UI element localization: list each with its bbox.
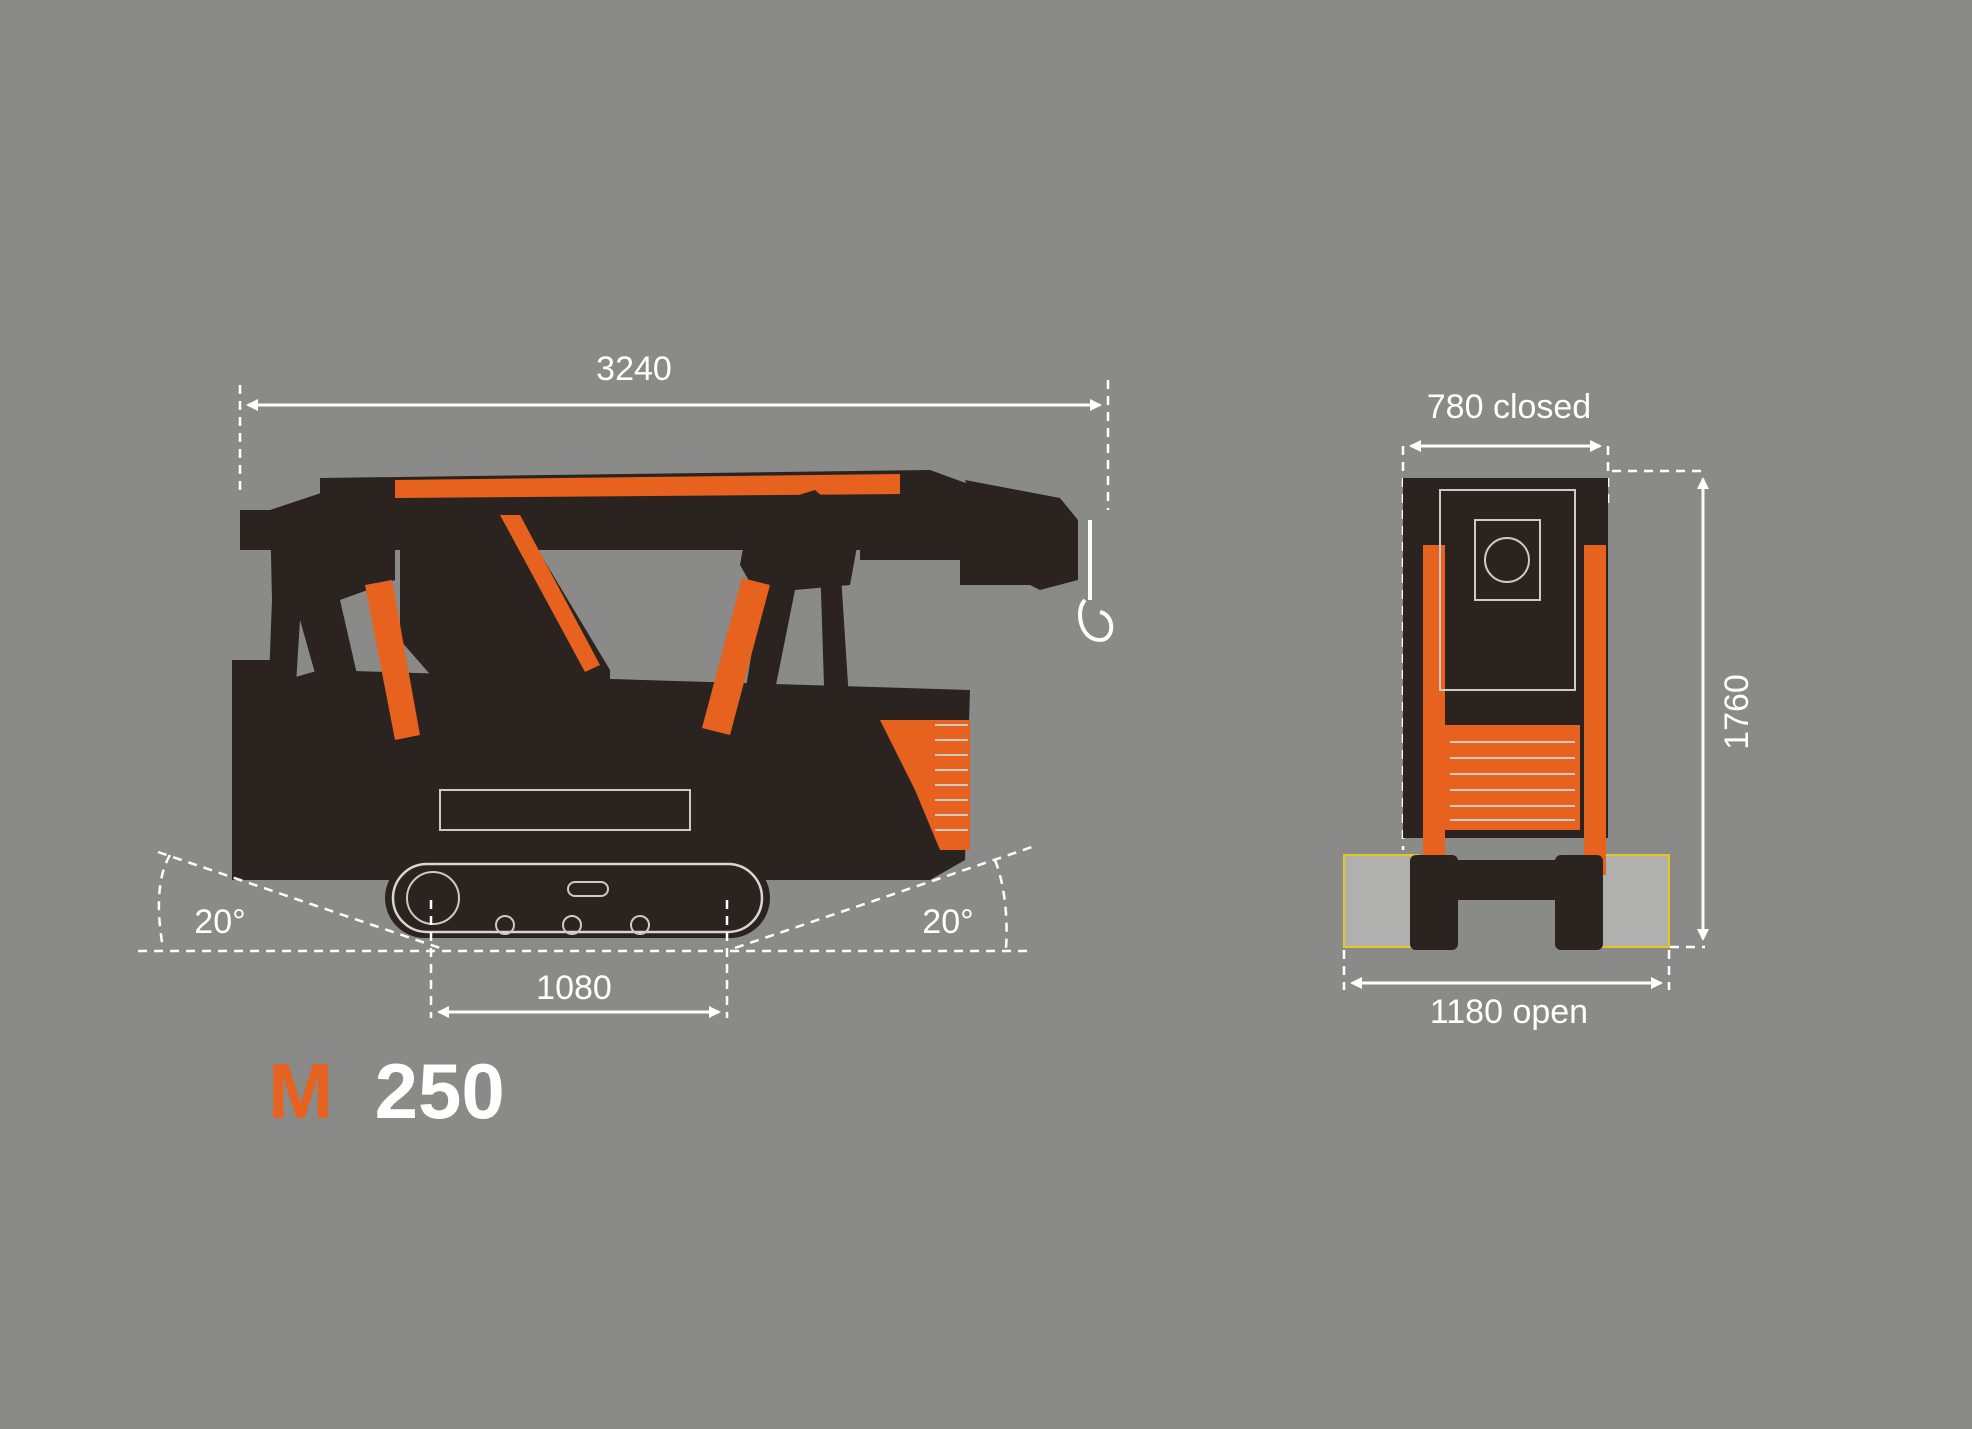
- front-leg-right: [1584, 545, 1606, 875]
- outrigger-cylinder-right: [702, 578, 770, 735]
- outrigger-rear-right: [820, 560, 860, 875]
- track-slot: [567, 881, 609, 897]
- front-undercarriage: [1458, 860, 1555, 900]
- turret-cylinder: [500, 515, 600, 672]
- front-track-left: [1410, 855, 1458, 950]
- main-boom: [240, 470, 1040, 585]
- front-winch: [1484, 537, 1530, 583]
- width-open-dimension: 1180 open: [1342, 950, 1671, 1031]
- angle-arc-right: [993, 859, 1008, 949]
- sprocket-wheel: [406, 871, 460, 925]
- hook: [1078, 520, 1114, 643]
- angle-line-right: [734, 844, 1036, 950]
- turret: [400, 520, 610, 720]
- track-length-label: 1080: [536, 969, 612, 1007]
- crawler-track: [385, 858, 770, 938]
- front-track-right: [1555, 855, 1603, 950]
- track-length-dimension: 1080: [429, 900, 729, 1018]
- height-dimension: 1760: [1612, 469, 1756, 949]
- outrigger-pad-right: [1594, 854, 1670, 948]
- model-number: 250: [375, 1047, 505, 1135]
- slew-ring-detail: [439, 789, 691, 831]
- front-grille-lines: [1450, 741, 1575, 821]
- svg-text:M 250: M 250: [268, 1047, 505, 1135]
- outrigger-cylinder-left: [365, 580, 420, 740]
- angle-arc-left: [157, 854, 172, 949]
- crane-side-illustration: [232, 470, 1114, 938]
- boom-orange-stripe: [395, 474, 900, 498]
- rear-orange-panel: [880, 720, 970, 850]
- width-closed-label: 780 closed: [1427, 388, 1591, 426]
- width-open-label: 1180 open: [1430, 993, 1588, 1031]
- model-name: M 250: [268, 1047, 505, 1135]
- outrigger-pad-left: [1343, 854, 1419, 948]
- front-leg-left: [1423, 545, 1445, 875]
- outrigger-front-left: [262, 490, 395, 860]
- front-view: 780 closed 1760: [1342, 388, 1756, 1031]
- jib-head: [965, 480, 1078, 590]
- roller-1: [495, 915, 515, 935]
- front-mechanism-detail: [1439, 489, 1576, 691]
- roller-2: [562, 915, 582, 935]
- angle-label-left: 20°: [194, 903, 245, 941]
- roller-3: [630, 915, 650, 935]
- crane-front-illustration: [1403, 478, 1608, 950]
- overall-length-label: 3240: [596, 350, 672, 388]
- front-orange-grille: [1445, 725, 1580, 830]
- angle-label-right: 20°: [922, 903, 973, 941]
- ramp-angle-guides: 20° 20°: [138, 844, 1036, 953]
- angle-line-left: [157, 850, 441, 950]
- overall-length-dimension: 3240: [238, 350, 1110, 510]
- side-view: 3240: [138, 350, 1114, 1018]
- height-label: 1760: [1718, 674, 1756, 750]
- model-prefix: M: [268, 1047, 333, 1135]
- rear-grille: [935, 724, 968, 831]
